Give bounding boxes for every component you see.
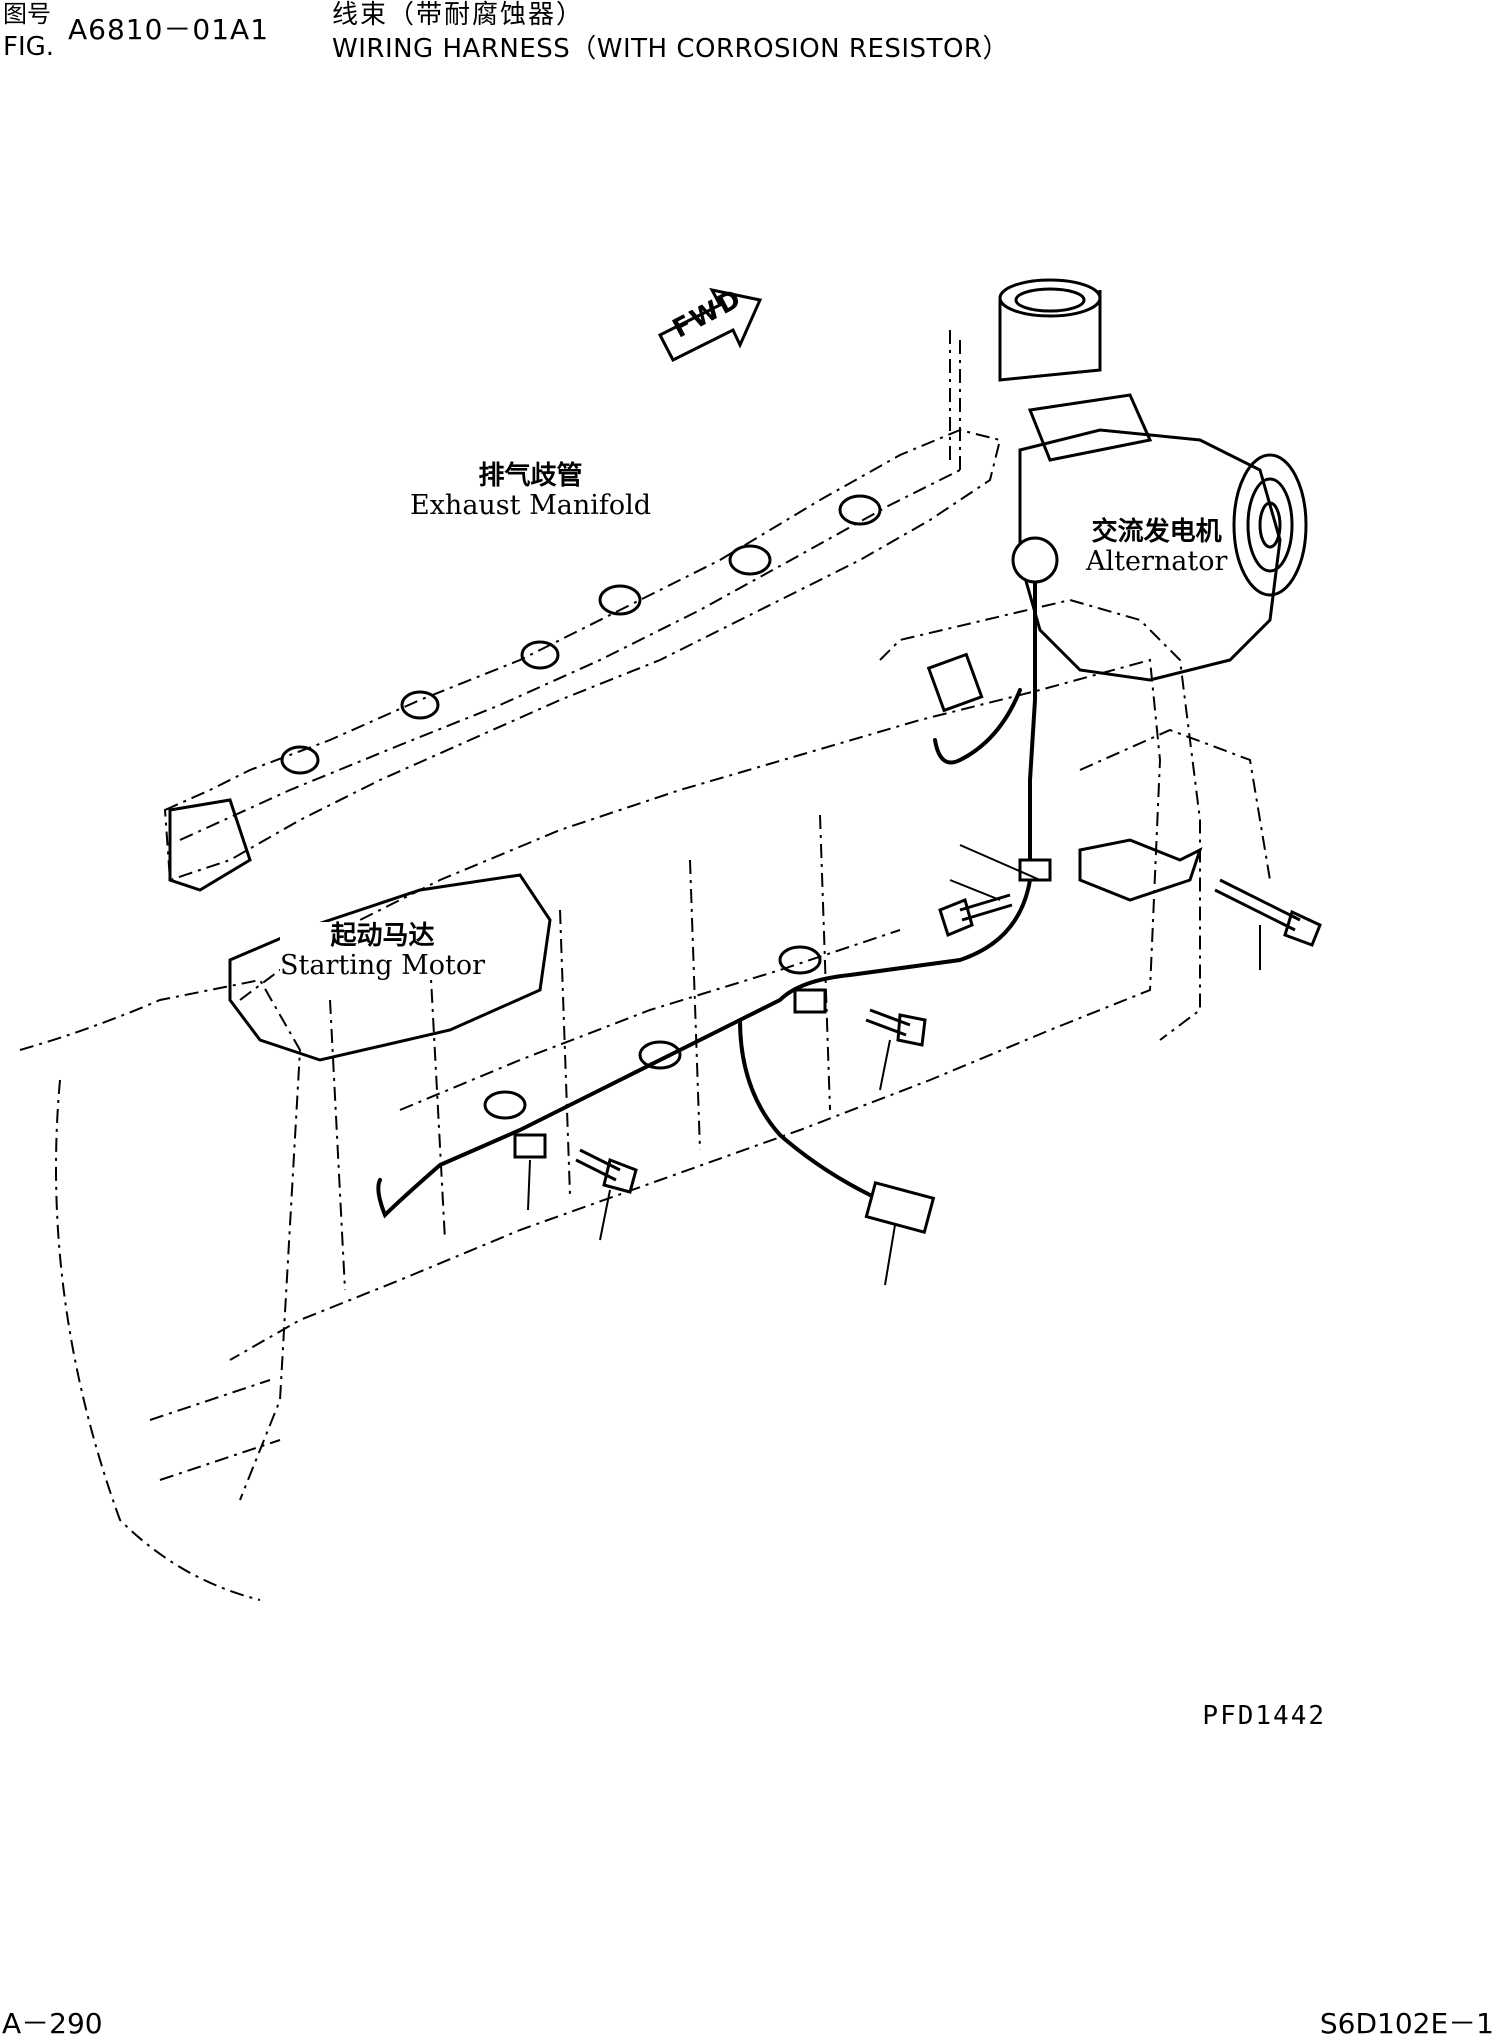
starting-motor-body [228, 873, 552, 1062]
fig-number: A6810－01A1 [68, 13, 270, 46]
bolt-4 [575, 1148, 621, 1182]
flywheel-housing-outline [55, 1079, 261, 1601]
alternator-cn: 交流发电机 [1091, 517, 1222, 547]
fig-label: FIG. [3, 32, 55, 62]
exhaust-manifold-outline [163, 428, 1002, 882]
title-en: WIRING HARNESS（WITH CORROSION RESISTOR） [332, 34, 1009, 64]
alternator-en: Alternator [1086, 545, 1228, 577]
fig-label-cn: 图号 [3, 0, 51, 28]
starting-motor-cn: 起动马达 [330, 921, 435, 951]
label-exhaust-manifold: 排气歧管 Exhaust Manifold [410, 461, 652, 521]
cylinder-block-outline [229, 658, 1162, 1361]
connector [864, 1180, 936, 1234]
alternator-pulley [1232, 453, 1308, 597]
page-number-left: A－290 [2, 2007, 103, 2040]
title-cn: 线束（带耐腐蚀器） [332, 0, 585, 30]
ring-terminal [1011, 536, 1059, 584]
label-starting-motor: 起动马达 Starting Motor [280, 921, 486, 981]
drawing-code: PFD1442 [1202, 1701, 1326, 1731]
exhaust-manifold-en: Exhaust Manifold [410, 489, 652, 521]
harness-main [376, 618, 1037, 1219]
starting-motor-en: Starting Motor [280, 949, 486, 981]
bolt-3 [865, 1008, 911, 1037]
fwd-arrow [657, 287, 763, 363]
exhaust-manifold-cn: 排气歧管 [478, 461, 583, 491]
harness-branch-alternator [933, 688, 1022, 765]
page-number-right: S6D102E－1 [1319, 2007, 1494, 2040]
harness-branch-connector [738, 1018, 872, 1197]
label-alternator: 交流发电机 Alternator [1086, 517, 1228, 577]
bolt-1 [1214, 878, 1301, 932]
